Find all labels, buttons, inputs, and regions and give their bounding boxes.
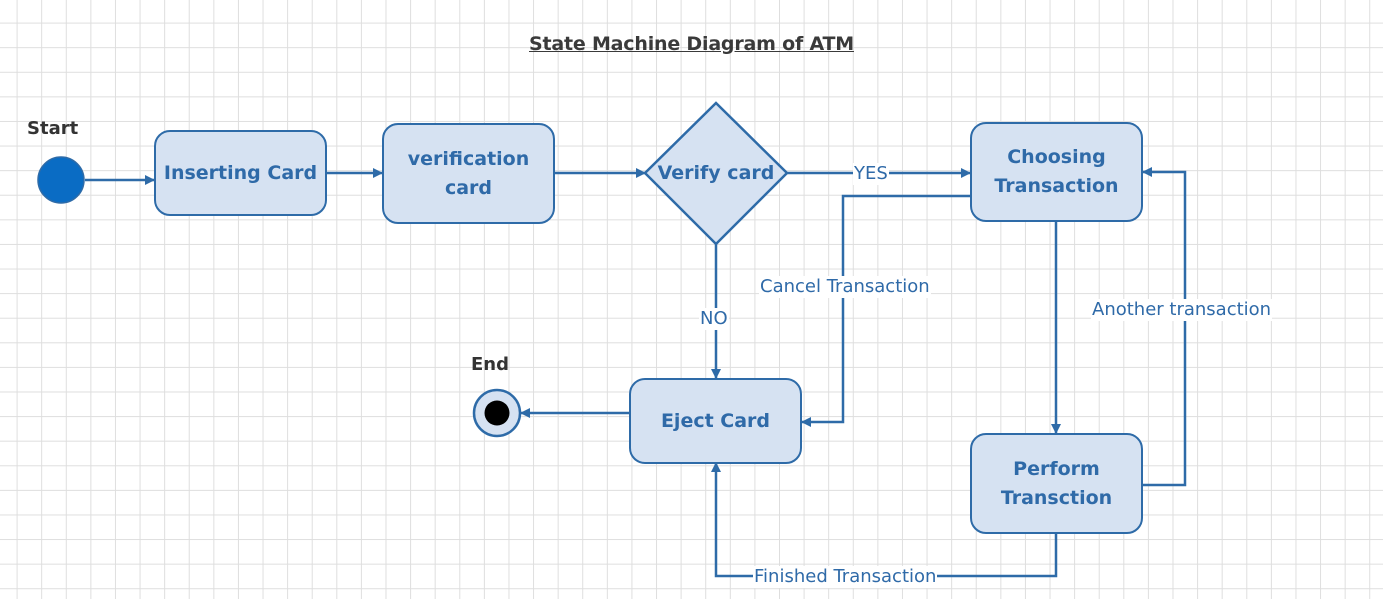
edge-another-transaction bbox=[1142, 167, 1187, 487]
state-verification-card[interactable]: verification card bbox=[382, 123, 555, 224]
diagram-title: State Machine Diagram of ATM bbox=[529, 33, 854, 55]
state-choosing-transaction[interactable]: Choosing Transaction bbox=[970, 122, 1143, 222]
edge-label-no: NO bbox=[699, 308, 729, 330]
verify-card-label: Verify card bbox=[657, 162, 775, 184]
start-label: Start bbox=[27, 118, 79, 139]
edge-label-yes: YES bbox=[853, 163, 889, 185]
edge-label-cancel: Cancel Transaction bbox=[759, 276, 931, 298]
state-eject-card[interactable]: Eject Card bbox=[629, 378, 802, 464]
end-node-inner bbox=[484, 400, 510, 426]
edge-label-finished: Finished Transaction bbox=[753, 566, 938, 588]
verify-card-diamond bbox=[643, 101, 789, 246]
state-inserting-card[interactable]: Inserting Card bbox=[154, 130, 327, 216]
state-perform-transaction[interactable]: Perform Transction bbox=[970, 433, 1143, 534]
start-node bbox=[37, 156, 85, 204]
edge-label-another: Another transaction bbox=[1091, 299, 1273, 321]
edge-cancel-transaction bbox=[801, 194, 970, 427]
end-label: End bbox=[471, 354, 509, 375]
